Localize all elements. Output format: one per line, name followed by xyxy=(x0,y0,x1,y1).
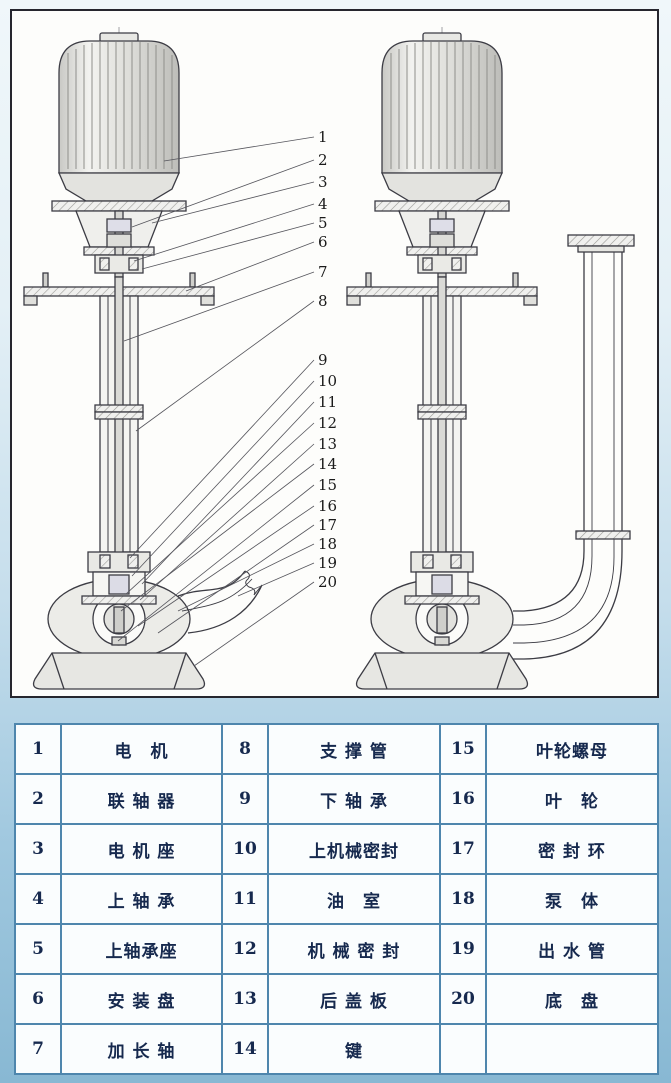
part-name-cell: 电 机 xyxy=(60,723,223,775)
part-number-cell: 5 xyxy=(14,923,62,975)
part-name-cell: 泵 体 xyxy=(485,873,659,925)
part-number-cell: 19 xyxy=(439,923,487,975)
callout-2: 2 xyxy=(318,151,328,169)
callout-18: 18 xyxy=(318,535,337,553)
part-name-cell: 加 长 轴 xyxy=(60,1023,223,1075)
discharge-stub xyxy=(177,570,263,634)
left-pump-section xyxy=(23,26,263,690)
callout-10: 10 xyxy=(318,372,337,390)
part-name-cell: 上 轴 承 xyxy=(60,873,223,925)
callout-6: 6 xyxy=(318,233,328,251)
part-name-cell: 油 室 xyxy=(267,873,441,925)
callout-13: 13 xyxy=(318,435,337,453)
callout-4: 4 xyxy=(318,195,328,213)
table-row: 5 上轴承座 12 机 械 密 封 19 出 水 管 xyxy=(14,923,659,975)
part-number-cell: 1 xyxy=(14,723,62,775)
part-name-cell: 底 盘 xyxy=(485,973,659,1025)
part-number-cell: 8 xyxy=(221,723,269,775)
part-number-cell xyxy=(439,1023,487,1075)
pump-structure-diagram-panel: 1 2 3 4 5 6 7 8 9 10 11 12 13 14 15 16 1… xyxy=(10,9,659,698)
table-row: 1 电 机 8 支 撑 管 15 叶轮螺母 xyxy=(14,723,659,775)
part-name-cell xyxy=(485,1023,659,1075)
callout-20: 20 xyxy=(318,573,337,591)
part-name-cell: 联 轴 器 xyxy=(60,773,223,825)
part-name-cell: 机 械 密 封 xyxy=(267,923,441,975)
part-name-cell: 支 撑 管 xyxy=(267,723,441,775)
part-number-cell: 9 xyxy=(221,773,269,825)
part-number-cell: 10 xyxy=(221,823,269,875)
callout-5: 5 xyxy=(318,214,328,232)
table-row: 7 加 长 轴 14 键 xyxy=(14,1023,659,1075)
part-number-cell: 6 xyxy=(14,973,62,1025)
callout-11: 11 xyxy=(318,393,337,411)
parts-table: 1 电 机 8 支 撑 管 15 叶轮螺母 2 联 轴 器 9 下 轴 承 16… xyxy=(14,723,659,1075)
table-row: 6 安 装 盘 13 后 盖 板 20 底 盘 xyxy=(14,973,659,1025)
callout-15: 15 xyxy=(318,476,337,494)
part-name-cell: 上机械密封 xyxy=(267,823,441,875)
part-number-cell: 3 xyxy=(14,823,62,875)
callout-1: 1 xyxy=(318,128,328,146)
part-name-cell: 密 封 环 xyxy=(485,823,659,875)
callout-16: 16 xyxy=(318,497,337,515)
callout-numbers: 1 2 3 4 5 6 7 8 9 10 11 12 13 14 15 16 1… xyxy=(318,128,337,591)
part-number-cell: 13 xyxy=(221,973,269,1025)
part-name-cell: 电 机 座 xyxy=(60,823,223,875)
part-name-cell: 下 轴 承 xyxy=(267,773,441,825)
part-name-cell: 上轴承座 xyxy=(60,923,223,975)
part-name-cell: 键 xyxy=(267,1023,441,1075)
callout-7: 7 xyxy=(318,263,328,281)
right-pump-view xyxy=(346,26,635,690)
part-name-cell: 安 装 盘 xyxy=(60,973,223,1025)
part-name-cell: 后 盖 板 xyxy=(267,973,441,1025)
callout-9: 9 xyxy=(318,351,328,369)
part-number-cell: 2 xyxy=(14,773,62,825)
table-row: 3 电 机 座 10 上机械密封 17 密 封 环 xyxy=(14,823,659,875)
callout-lines xyxy=(117,136,315,667)
callout-17: 17 xyxy=(318,516,337,534)
part-name-cell: 叶 轮 xyxy=(485,773,659,825)
part-number-cell: 20 xyxy=(439,973,487,1025)
part-number-cell: 15 xyxy=(439,723,487,775)
part-number-cell: 14 xyxy=(221,1023,269,1075)
part-number-cell: 17 xyxy=(439,823,487,875)
part-number-cell: 4 xyxy=(14,873,62,925)
part-number-cell: 11 xyxy=(221,873,269,925)
table-row: 4 上 轴 承 11 油 室 18 泵 体 xyxy=(14,873,659,925)
part-number-cell: 7 xyxy=(14,1023,62,1075)
table-row: 2 联 轴 器 9 下 轴 承 16 叶 轮 xyxy=(14,773,659,825)
pump-structure-diagram: 1 2 3 4 5 6 7 8 9 10 11 12 13 14 15 16 1… xyxy=(23,26,635,690)
part-name-cell: 出 水 管 xyxy=(485,923,659,975)
part-number-cell: 18 xyxy=(439,873,487,925)
part-name-cell: 叶轮螺母 xyxy=(485,723,659,775)
part-number-cell: 12 xyxy=(221,923,269,975)
callout-19: 19 xyxy=(318,554,337,572)
callout-8: 8 xyxy=(318,292,328,310)
part-number-cell: 16 xyxy=(439,773,487,825)
callout-3: 3 xyxy=(318,173,328,191)
callout-14: 14 xyxy=(318,455,337,473)
callout-12: 12 xyxy=(318,414,337,432)
outlet-pipe xyxy=(513,234,635,660)
parts-table-wrap: 1 电 机 8 支 撑 管 15 叶轮螺母 2 联 轴 器 9 下 轴 承 16… xyxy=(14,723,659,1075)
